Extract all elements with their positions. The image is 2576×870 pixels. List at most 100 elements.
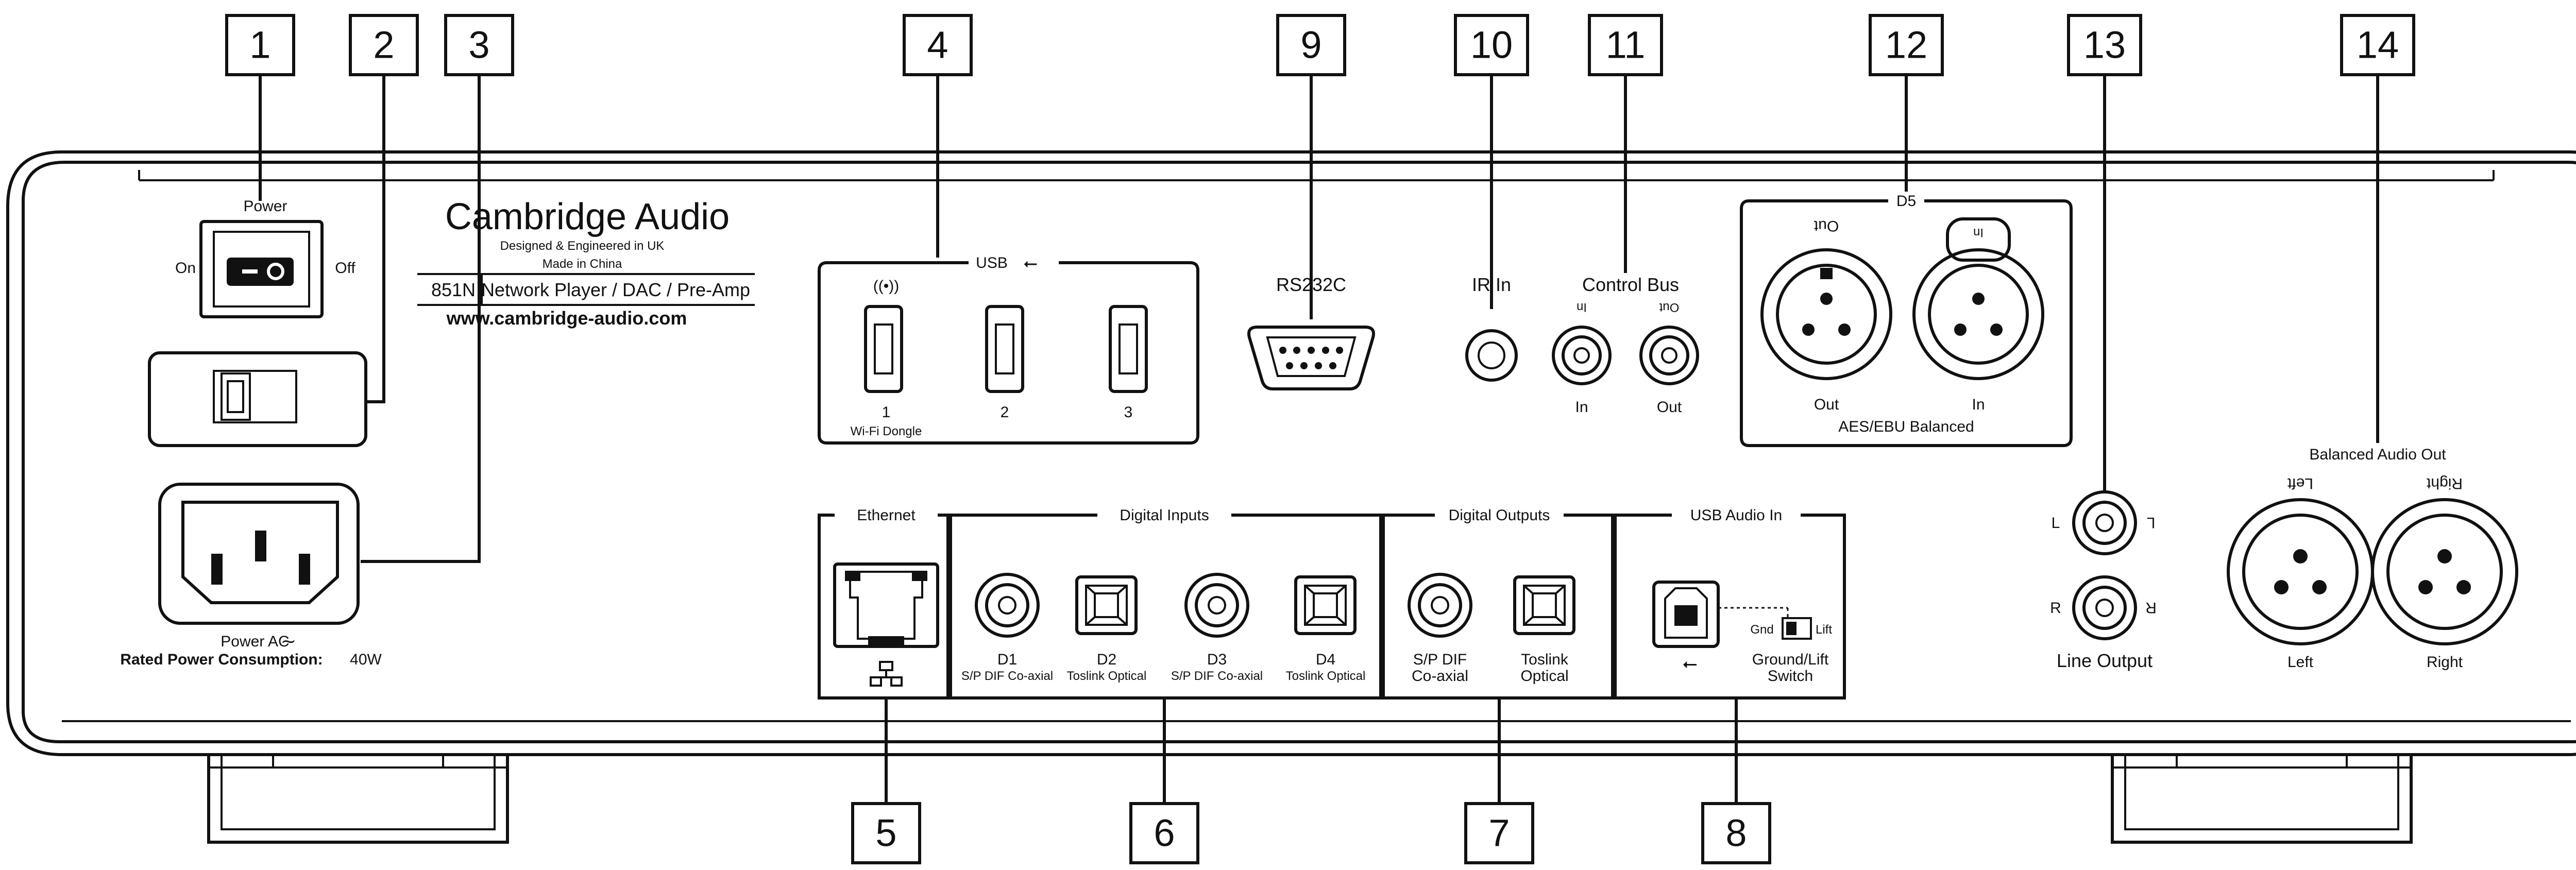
d1-label: D1	[997, 651, 1017, 668]
d5-in-top: In	[1973, 226, 1984, 240]
usb-port-2[interactable]: 2	[985, 305, 1024, 421]
usb-port-1-sub: Wi-Fi Dongle	[851, 424, 922, 438]
chassis	[6, 150, 2576, 756]
digital-output-optical[interactable]	[1513, 575, 1575, 635]
balanced-left-top: Left	[2287, 475, 2313, 492]
callout-4: 4	[903, 14, 973, 76]
digital-inputs-title: Digital Inputs	[1120, 507, 1209, 524]
callout-14-label: 14	[2357, 24, 2399, 66]
control-bus-out-jack[interactable]	[1639, 326, 1699, 385]
d1-coax-input[interactable]	[975, 573, 1040, 638]
callout-13: 13	[2067, 14, 2142, 76]
coax-out-label-2: Co-axial	[1412, 668, 1468, 685]
usb-port-1-num: 1	[882, 404, 891, 421]
ethernet-title: Ethernet	[857, 507, 916, 524]
callout-1-label: 1	[249, 24, 270, 66]
usb-b-port[interactable]	[1652, 581, 1720, 648]
control-bus-out-top: Out	[1659, 300, 1679, 314]
power-on-label: On	[175, 260, 196, 277]
balanced-right-xlr[interactable]	[2371, 498, 2518, 645]
callout-8: 8	[1701, 802, 1771, 864]
d5-out-label: Out	[1814, 396, 1839, 413]
control-bus: Control Bus In Out In Out	[1552, 274, 1699, 416]
callout-9-label: 9	[1300, 24, 1321, 66]
digital-outputs: Digital Outputs S/P DIF Co-axial Toslink…	[1382, 506, 1614, 700]
power-ac-inlet: Power AC ∼ Rated Power Consumption: 40W	[120, 483, 382, 668]
ethernet-port[interactable]	[833, 562, 939, 648]
coax-out-label-1: S/P DIF	[1413, 651, 1467, 668]
d5-in-xlr[interactable]: In	[1912, 217, 2044, 380]
branding: Cambridge Audio Designed & Engineered in…	[417, 196, 755, 329]
optical-out-label-2: Optical	[1520, 668, 1568, 685]
brand-url: www.cambridge-audio.com	[446, 308, 687, 329]
wifi-icon: ((•))	[873, 278, 899, 295]
rs232-port[interactable]: RS232C	[1247, 274, 1375, 390]
line-output: L L R R Line Output	[2050, 490, 2157, 671]
usb-audio-title: USB Audio In	[1690, 507, 1782, 524]
ethernet-section: Ethernet	[818, 506, 950, 700]
control-bus-out-label: Out	[1657, 399, 1682, 416]
usb-title: USB	[976, 254, 1008, 271]
d2-optical-input[interactable]	[1075, 575, 1138, 635]
rated-power-value: 40W	[350, 651, 382, 668]
callout-1: 1	[225, 14, 295, 76]
power-switch[interactable]: Power On Off	[175, 198, 355, 318]
line-out-r-right: R	[2145, 599, 2157, 616]
digital-outputs-title: Digital Outputs	[1449, 507, 1550, 524]
d5-caption: AES/EBU Balanced	[1838, 418, 1974, 435]
usb-icon: ⭠	[1023, 253, 1037, 273]
callout-14: 14	[2340, 14, 2415, 76]
d5-out-xlr[interactable]	[1760, 248, 1892, 380]
line-out-left-jack[interactable]	[2072, 490, 2137, 555]
usb-port-3[interactable]: 3	[1109, 305, 1148, 421]
digital-output-coax[interactable]	[1408, 573, 1472, 638]
d5-in-label: In	[1972, 396, 1985, 413]
rated-power-label: Rated Power Consumption:	[120, 651, 323, 668]
usb-audio-icon: ⭠	[1683, 653, 1698, 674]
model-number: 851N	[431, 279, 476, 300]
callout-2: 2	[349, 14, 419, 76]
d3-label: D3	[1207, 651, 1227, 668]
d3-coax-input[interactable]	[1184, 573, 1249, 638]
usb-port-1[interactable]: ((•)) 1 Wi-Fi Dongle	[851, 278, 922, 438]
callout-5-label: 5	[875, 812, 896, 855]
callout-10-label: 10	[1470, 24, 1513, 66]
d2-sub: Toslink Optical	[1067, 669, 1147, 683]
line-out-r-left: R	[2050, 600, 2061, 617]
callout-6-label: 6	[1154, 812, 1175, 855]
callout-12: 12	[1869, 14, 1944, 76]
callout-2-label: 2	[373, 24, 394, 66]
lift-label: Lift	[1816, 623, 1832, 637]
network-icon	[870, 661, 903, 687]
callout-12-label: 12	[1885, 24, 1927, 66]
usb-port-2-num: 2	[1001, 404, 1009, 421]
balanced-audio-out: Balanced Audio Out Left Right Left Right	[2227, 446, 2518, 671]
callout-13-label: 13	[2083, 24, 2126, 66]
brand-line-2: Made in China	[543, 257, 622, 271]
line-out-l-left: L	[2052, 515, 2060, 532]
callout-8-label: 8	[1725, 812, 1747, 855]
line-out-l-right: L	[2147, 514, 2156, 531]
balanced-left-xlr[interactable]	[2227, 498, 2374, 645]
d1-sub: S/P DIF Co-axial	[961, 669, 1053, 683]
brand-logo: Cambridge Audio	[445, 196, 730, 237]
callout-10: 10	[1454, 14, 1529, 76]
balanced-out-title: Balanced Audio Out	[2309, 446, 2446, 463]
d4-sub: Toslink Optical	[1286, 669, 1366, 683]
ir-in-jack[interactable]: IR In	[1465, 274, 1518, 382]
d2-label: D2	[1097, 651, 1116, 668]
rs232-label: RS232C	[1276, 274, 1346, 295]
callout-6: 6	[1129, 802, 1199, 864]
control-bus-in-label: In	[1575, 399, 1588, 416]
control-bus-in-jack[interactable]	[1552, 326, 1612, 385]
d5-out-top: Out	[1814, 217, 1839, 234]
voltage-selector[interactable]	[148, 351, 367, 447]
callout-7-label: 7	[1488, 812, 1510, 855]
d4-optical-input[interactable]	[1294, 575, 1357, 635]
control-bus-in-top: In	[1577, 300, 1587, 314]
line-out-right-jack[interactable]	[2072, 575, 2137, 640]
usb-section: USB ⭠ ((•)) 1 Wi-Fi Dongle 2 3	[818, 253, 1199, 445]
balanced-left-label: Left	[2287, 654, 2314, 671]
ground-lift-label-1: Ground/Lift	[1752, 651, 1829, 668]
ground-lift-switch[interactable]	[1782, 617, 1812, 640]
